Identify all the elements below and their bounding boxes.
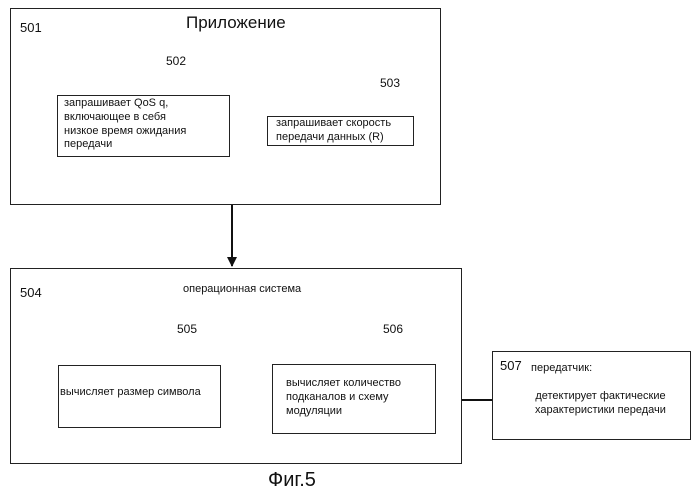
subchannels-text: вычисляет количество подканалов и схему … xyxy=(286,377,401,418)
ref-505: 505 xyxy=(177,322,197,337)
transmitter-title: передатчик: xyxy=(531,362,592,376)
ref-507: 507 xyxy=(500,358,522,374)
figure-caption: Фиг.5 xyxy=(268,468,316,493)
ref-501: 501 xyxy=(20,20,42,36)
application-title: Приложение xyxy=(186,12,286,33)
request-rate-text: запрашивает скорость передачи данных (R) xyxy=(276,117,391,145)
request-qos-text: запрашивает QoS q, включающее в себя низ… xyxy=(64,97,186,152)
os-title: операционная система xyxy=(183,283,301,297)
ref-504: 504 xyxy=(20,285,42,301)
ref-506: 506 xyxy=(383,322,403,337)
ref-502: 502 xyxy=(166,54,186,69)
ref-503: 503 xyxy=(380,76,400,91)
symbol-size-text: вычисляет размер символа xyxy=(60,386,201,400)
transmitter-text: детектирует фактические характеристики п… xyxy=(535,390,666,418)
